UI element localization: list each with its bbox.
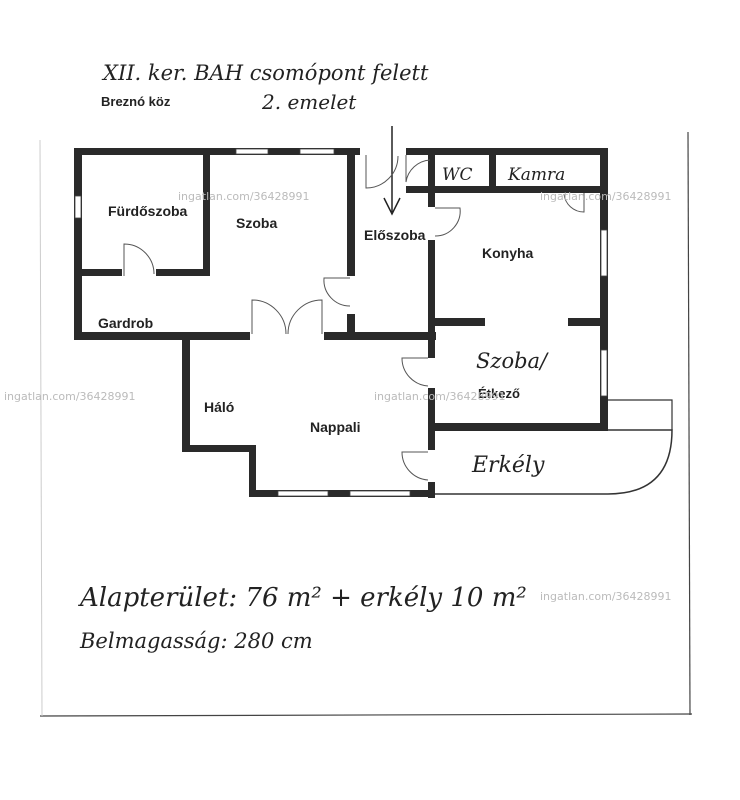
paper-left-edge [39, 139, 43, 717]
room-label-kamra: Kamra [507, 165, 565, 185]
walls [74, 148, 608, 498]
room-label-wc: WC [442, 165, 472, 185]
paper-bottom-edge [39, 713, 693, 717]
room-label-erkely: Erkély [471, 453, 545, 478]
header-street: Breznó köz [101, 94, 171, 109]
room-label-halo: Háló [204, 399, 234, 415]
paper-right-edge [687, 131, 691, 716]
room-label-gardrob: Gardrob [98, 315, 153, 331]
balcony-top-ledge [606, 399, 673, 430]
room-label-szoba-etkezo-line2: Étkező [478, 386, 520, 401]
entrance-arrow [383, 126, 401, 216]
doors [123, 155, 585, 481]
windows [74, 148, 608, 497]
header-location: XII. ker. BAH csomópont felett [101, 61, 429, 85]
watermark: ingatlan.com/36428991 [540, 590, 672, 603]
room-label-furdoszoba: Fürdőszoba [108, 203, 188, 219]
footer-ceiling-height: Belmagasság: 280 cm [79, 629, 313, 653]
room-label-nappali: Nappali [310, 419, 361, 435]
room-label-eloszoba: Előszoba [364, 227, 426, 243]
watermark: ingatlan.com/36428991 [4, 390, 136, 403]
balcony-outline [432, 429, 673, 495]
watermark: ingatlan.com/36428991 [374, 390, 506, 403]
room-label-szoba: Szoba [236, 215, 277, 231]
room-label-szoba-etkezo-line1: Szoba/ [476, 349, 549, 373]
room-label-konyha: Konyha [482, 245, 534, 261]
watermark: ingatlan.com/36428991 [178, 190, 310, 203]
watermark: ingatlan.com/36428991 [540, 190, 672, 203]
header-floor: 2. emelet [261, 90, 357, 114]
footer-area: Alapterület: 76 m² + erkély 10 m² [78, 583, 527, 613]
